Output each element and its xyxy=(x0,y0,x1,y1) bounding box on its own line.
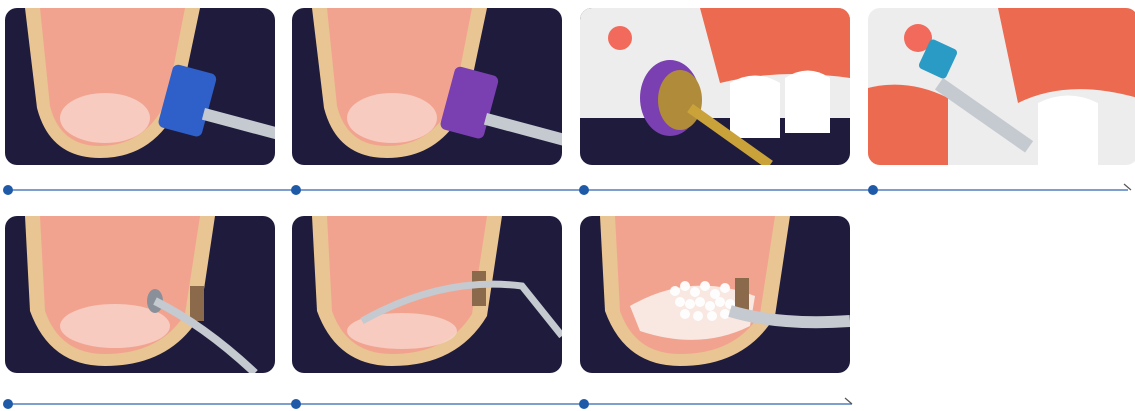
timeline-node xyxy=(291,399,301,409)
step-1-image xyxy=(5,8,275,165)
step-3-image xyxy=(580,8,850,165)
step-7-image xyxy=(580,216,850,373)
timeline-node xyxy=(3,185,13,195)
timeline-node xyxy=(868,185,878,195)
step-6-image xyxy=(292,216,562,373)
timeline-row-2 xyxy=(0,397,858,411)
timeline-node xyxy=(579,399,589,409)
step-5-image xyxy=(5,216,275,373)
timeline-node xyxy=(3,399,13,409)
step-4-image xyxy=(868,8,1135,165)
timeline-node xyxy=(579,185,589,195)
step-2-image xyxy=(292,8,562,165)
timeline-node xyxy=(291,185,301,195)
timeline-row-1 xyxy=(0,183,1135,197)
